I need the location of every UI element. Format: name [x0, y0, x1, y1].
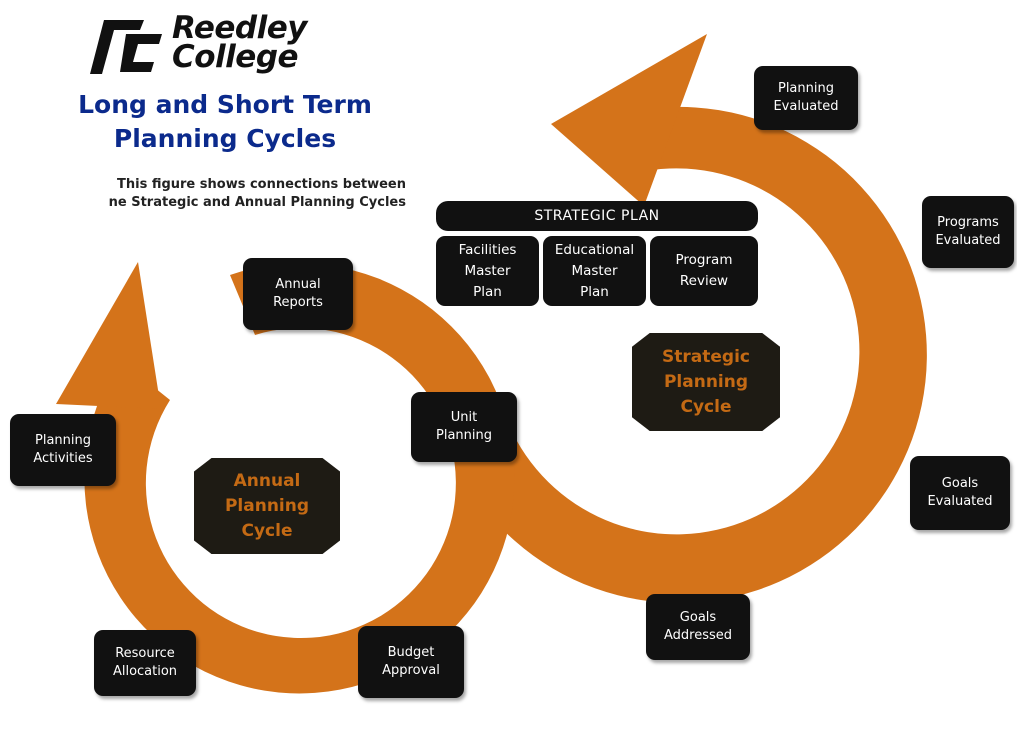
title-line-2: Planning Cycles — [113, 124, 337, 153]
program-review-box: Program Review — [650, 236, 758, 306]
node-programs-evaluated: Programs Evaluated — [922, 196, 1014, 268]
annual-cycle-arrowhead — [56, 262, 161, 409]
facilities-master-plan-box: Facilities Master Plan — [436, 236, 539, 306]
page-title: Long and Short Term Planning Cycles — [40, 88, 410, 156]
title-line-1: Long and Short Term — [78, 90, 372, 119]
logo-wordmark: Reedley College — [172, 10, 307, 75]
strategic-planning-cycle-label: Strategic Planning Cycle — [632, 333, 780, 431]
reedley-college-logo: Reedley College — [86, 10, 376, 76]
node-annual-reports: Annual Reports — [243, 258, 353, 330]
figure-caption: This figure shows connections between ne… — [6, 176, 406, 212]
strategic-cycle-ring — [435, 34, 927, 603]
annual-planning-cycle-label: Annual Planning Cycle — [194, 458, 340, 554]
annual-cycle-ring — [56, 262, 515, 694]
rc-logo-mark-icon — [90, 20, 162, 74]
strategic-plan-banner: STRATEGIC PLAN — [436, 201, 758, 231]
caption-line-1: This figure shows connections between — [116, 177, 406, 192]
node-goals-addressed: Goals Addressed — [646, 594, 750, 660]
node-budget-approval: Budget Approval — [358, 626, 464, 698]
strategic-cycle-arrowhead — [551, 34, 707, 206]
node-planning-evaluated: Planning Evaluated — [754, 66, 858, 130]
node-goals-evaluated: Goals Evaluated — [910, 456, 1010, 530]
educational-master-plan-box: Educational Master Plan — [543, 236, 646, 306]
caption-line-2: ne Strategic and Annual Planning Cycles — [108, 195, 406, 210]
node-planning-activities: Planning Activities — [10, 414, 116, 486]
node-unit-planning: Unit Planning — [411, 392, 517, 462]
node-resource-allocation: Resource Allocation — [94, 630, 196, 696]
